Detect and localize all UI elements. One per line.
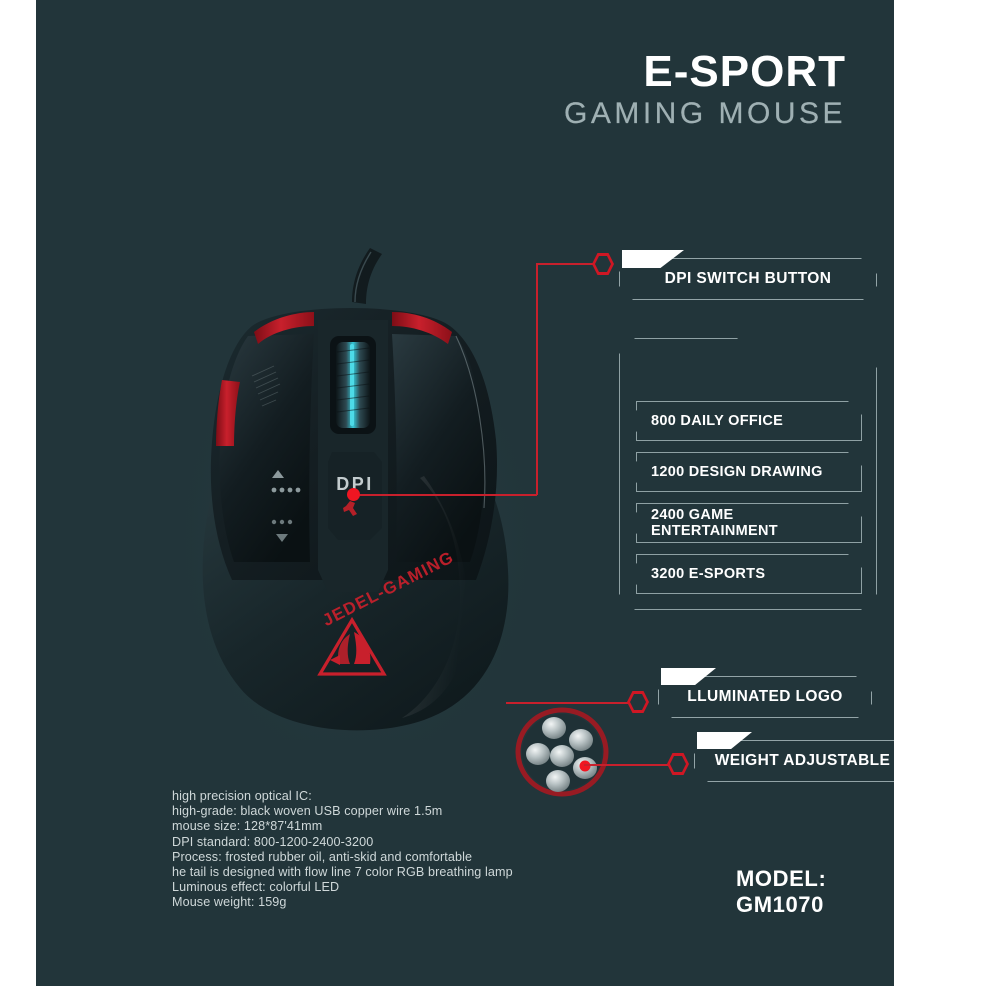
spec-line: Process: frosted rubber oil, anti-skid a… — [172, 849, 473, 864]
weight-pellet — [526, 743, 550, 765]
weight-hex-marker[interactable] — [667, 753, 689, 775]
title-main: E-SPORT — [643, 47, 846, 96]
dpi-row-3200-label: 3200 E-SPORTS — [651, 566, 766, 582]
title-subtitle: GAMING MOUSE — [563, 97, 846, 130]
eagle-head-logo — [317, 616, 387, 676]
cable-highlight — [354, 251, 372, 303]
weight-pellet — [546, 770, 570, 792]
dpi-button-marker-dot — [347, 488, 360, 501]
palm-gloss-highlight — [402, 476, 468, 718]
weight-connector-line — [584, 764, 668, 766]
dpi-connector-bottom — [354, 494, 537, 496]
weight-pellet — [550, 745, 574, 767]
dpi-indicator-leds — [271, 470, 301, 542]
surface-texture-hatch — [251, 365, 281, 407]
dpi-switch-hex-marker[interactable] — [592, 253, 614, 275]
adjustable-weight-pellets — [514, 706, 610, 798]
dpi-row-1200-label: 1200 DESIGN DRAWING — [651, 464, 823, 480]
weight-connector-dot — [579, 760, 591, 772]
spec-line: Mouse weight: 159g — [172, 895, 287, 910]
weight-pellet — [569, 729, 593, 751]
right-red-accent — [392, 312, 452, 344]
dpi-connector-vertical — [536, 263, 538, 495]
callout-lluminated-logo-label: LLUMINATED LOGO — [687, 688, 843, 705]
dpi-row-1200[interactable]: 1200 DESIGN DRAWING — [636, 452, 862, 492]
spec-line: DPI standard: 800-1200-2400-3200 — [172, 834, 374, 849]
spec-line: high-grade: black woven USB copper wire … — [172, 804, 443, 819]
left-red-accent — [254, 312, 314, 344]
spec-line: Luminous effect: colorful LED — [172, 880, 340, 895]
dpi-row-800-label: 800 DAILY OFFICE — [651, 413, 784, 429]
logo-hex-marker[interactable] — [627, 691, 649, 713]
dpi-row-2400[interactable]: 2400 GAME ENTERTAINMENT — [636, 503, 862, 543]
page-title: E-SPORT GAMING MOUSE — [564, 50, 846, 135]
dpi-row-3200[interactable]: 3200 E-SPORTS — [636, 554, 862, 594]
usb-cable — [352, 248, 382, 304]
scroll-wheel-ridges — [336, 347, 370, 413]
scroll-wheel-led — [350, 344, 354, 426]
model-number: MODEL: GM1070 — [736, 866, 827, 917]
dark-panel-background: E-SPORT GAMING MOUSE — [36, 0, 894, 986]
right-click-button — [392, 334, 485, 562]
callout-weight-adjustable-label: WEIGHT ADJUSTABLE — [714, 752, 891, 769]
callout-dpi-switch-button-label: DPI SWITCH BUTTON — [664, 270, 832, 287]
logo-connector-line — [506, 702, 628, 704]
spec-line: mouse size: 128*87'41mm — [172, 819, 323, 834]
dpi-connector-top — [536, 263, 594, 265]
right-edge-highlight — [455, 335, 486, 509]
weight-pellet-group — [526, 717, 597, 792]
spec-line: he tail is designed with flow line 7 col… — [172, 865, 513, 880]
specification-list: high precision optical IC: high-grade: b… — [172, 789, 513, 911]
dpi-levels-panel: 800 DAILY OFFICE 1200 DESIGN DRAWING 240… — [619, 338, 877, 610]
left-click-button — [219, 334, 314, 562]
gaming-mouse-illustration: DPI — [156, 240, 576, 740]
dpi-row-2400-label: 2400 GAME ENTERTAINMENT — [651, 507, 778, 539]
side-red-strip — [216, 380, 240, 446]
dpi-row-800[interactable]: 800 DAILY OFFICE — [636, 401, 862, 441]
dpi-button-label: DPI — [336, 474, 374, 494]
runner-glyph-icon — [343, 501, 357, 516]
weight-ring — [515, 707, 609, 797]
weight-pellet — [542, 717, 566, 739]
spec-line: high precision optical IC: — [172, 789, 312, 803]
